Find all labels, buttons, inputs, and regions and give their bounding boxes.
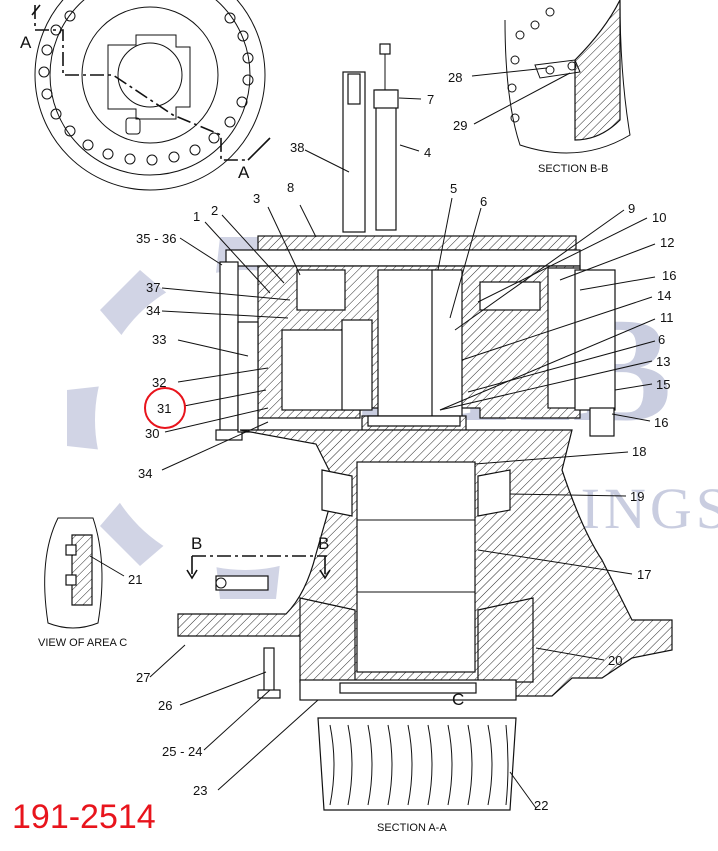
- callout-26: 26: [158, 698, 172, 713]
- flange-top-view: A A: [20, 0, 271, 191]
- pinion-teeth: [329, 724, 509, 806]
- callout-37: 37: [146, 280, 160, 295]
- callout-labels: 38 7 4 8 3 2 1 35 - 36 37 34 33 32 31 30…: [128, 70, 676, 813]
- view-area-c: VIEW OF AREA C: [38, 517, 127, 649]
- callout-14: 14: [657, 288, 671, 303]
- callout-35-36: 35 - 36: [136, 231, 176, 246]
- callout-9: 9: [628, 201, 635, 216]
- callout-31-highlighted: 31: [157, 401, 171, 416]
- callout-10: 10: [652, 210, 666, 225]
- callout-21: 21: [128, 572, 142, 587]
- callout-19: 19: [630, 489, 644, 504]
- callout-16-lower: 16: [654, 415, 668, 430]
- callout-16-upper: 16: [662, 268, 676, 283]
- highlight-circle: [144, 387, 186, 429]
- section-label-b-left: B: [191, 534, 202, 553]
- callout-23: 23: [193, 783, 207, 798]
- callout-22: 22: [534, 798, 548, 813]
- callout-7: 7: [427, 92, 434, 107]
- callout-4: 4: [424, 145, 431, 160]
- callout-33: 33: [152, 332, 166, 347]
- callout-30: 30: [145, 426, 159, 441]
- callout-6-lower: 6: [658, 332, 665, 347]
- section-label-b-right: B: [318, 534, 329, 553]
- part-number: 191-2514: [12, 798, 156, 836]
- callout-8: 8: [287, 180, 294, 195]
- callout-17: 17: [637, 567, 651, 582]
- section-label-c: C: [452, 690, 464, 709]
- callout-38: 38: [290, 140, 304, 155]
- section-label-a-bottom: A: [238, 163, 250, 182]
- section-bb-view: SECTION B-B: [504, 0, 631, 175]
- leader-lines: [89, 67, 656, 809]
- callout-28: 28: [448, 70, 462, 85]
- callout-18: 18: [632, 444, 646, 459]
- callout-25-24: 25 - 24: [162, 744, 202, 759]
- callout-2: 2: [211, 203, 218, 218]
- callout-13: 13: [656, 354, 670, 369]
- main-assembly-section: B B C SECTION A-A: [177, 43, 673, 834]
- callout-11: 11: [660, 310, 674, 325]
- caption-section-aa: SECTION A-A: [377, 822, 447, 834]
- callout-3: 3: [253, 191, 260, 206]
- callout-15: 15: [656, 377, 670, 392]
- caption-view-area-c: VIEW OF AREA C: [38, 637, 127, 649]
- caption-section-bb: SECTION B-B: [538, 163, 608, 175]
- callout-5: 5: [450, 181, 457, 196]
- callout-6-upper: 6: [480, 194, 487, 209]
- callout-34-upper: 34: [146, 303, 160, 318]
- callout-32: 32: [152, 375, 166, 390]
- callout-29: 29: [453, 118, 467, 133]
- section-label-a-top: A: [20, 33, 32, 52]
- callout-34-lower: 34: [138, 466, 152, 481]
- callout-20: 20: [608, 653, 622, 668]
- callout-27: 27: [136, 670, 150, 685]
- callout-12: 12: [660, 235, 674, 250]
- callout-1: 1: [193, 209, 200, 224]
